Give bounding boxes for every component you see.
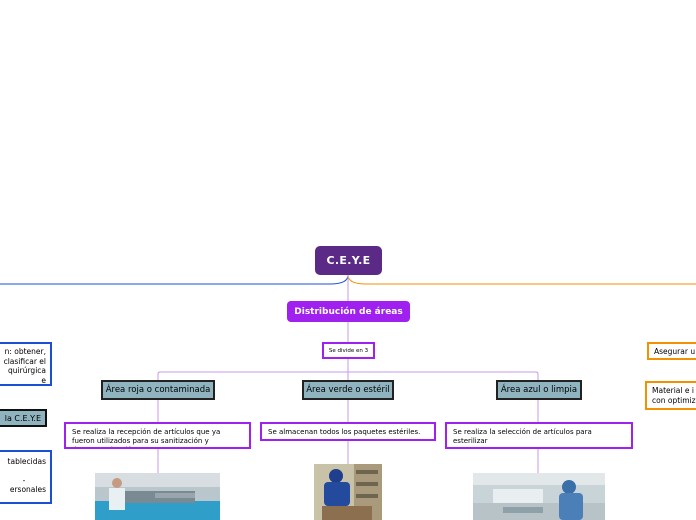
area-red-description-text: Se realiza la recepción de artículos que…: [72, 428, 221, 447]
right-box2-line-1: Material e i: [652, 386, 694, 395]
right-box1-label: Asegurar u: [654, 347, 696, 356]
distribution-topic-label: Distribución de áreas: [294, 306, 403, 317]
green-area-photo: [314, 464, 382, 520]
distribution-topic[interactable]: Distribución de áreas: [287, 301, 410, 322]
left-box2-label: la C.E.Y.E: [4, 413, 41, 423]
area-blue-description-text: Se realiza la selección de artículos par…: [453, 428, 592, 445]
area-blue-topic[interactable]: Área azul o limpia: [496, 380, 582, 400]
blue-area-photo: [473, 473, 605, 520]
area-green-description-text: Se almacenan todos los paquetes estérile…: [268, 428, 421, 436]
root-topic-label: C.E.Y.E: [326, 254, 371, 267]
left-box3-line-1: tablecidas: [7, 457, 46, 466]
area-green-title: Área verde o estéril: [306, 385, 390, 395]
divide-topic[interactable]: Se divide en 3: [322, 342, 375, 359]
area-blue-title: Área azul o limpia: [500, 385, 578, 395]
right-box2-line-2: con optimiz: [652, 395, 696, 405]
area-green-topic[interactable]: Área verde o estéril: [302, 380, 394, 400]
area-red-description[interactable]: Se realiza la recepción de artículos que…: [64, 422, 251, 449]
right-branch-box-2[interactable]: Material e i con optimiz: [645, 381, 696, 410]
area-green-description[interactable]: Se almacenan todos los paquetes estérile…: [260, 422, 436, 441]
left-branch-box-2[interactable]: la C.E.Y.E: [0, 409, 47, 427]
left-box1-line-2: clasificar el: [3, 356, 46, 366]
area-blue-description[interactable]: Se realiza la selección de artículos par…: [445, 422, 633, 449]
left-box3-line-2: -: [22, 475, 26, 485]
red-area-photo: [95, 473, 220, 520]
left-box3-line-3: ersonales: [9, 485, 46, 494]
area-red-topic[interactable]: Área roja o contaminada: [101, 380, 215, 400]
left-branch-box-1[interactable]: n: obtener, clasificar el quirúrgica e: [0, 342, 52, 386]
left-box1-line-3: quirúrgica e: [8, 366, 46, 385]
area-red-title: Área roja o contaminada: [105, 385, 211, 395]
left-branch-box-3[interactable]: tablecidas - ersonales: [0, 450, 52, 504]
divide-topic-label: Se divide en 3: [328, 347, 369, 354]
right-branch-box-1[interactable]: Asegurar u: [647, 342, 696, 360]
root-topic[interactable]: C.E.Y.E: [315, 246, 382, 275]
left-box1-line-1: n: obtener,: [4, 347, 46, 356]
